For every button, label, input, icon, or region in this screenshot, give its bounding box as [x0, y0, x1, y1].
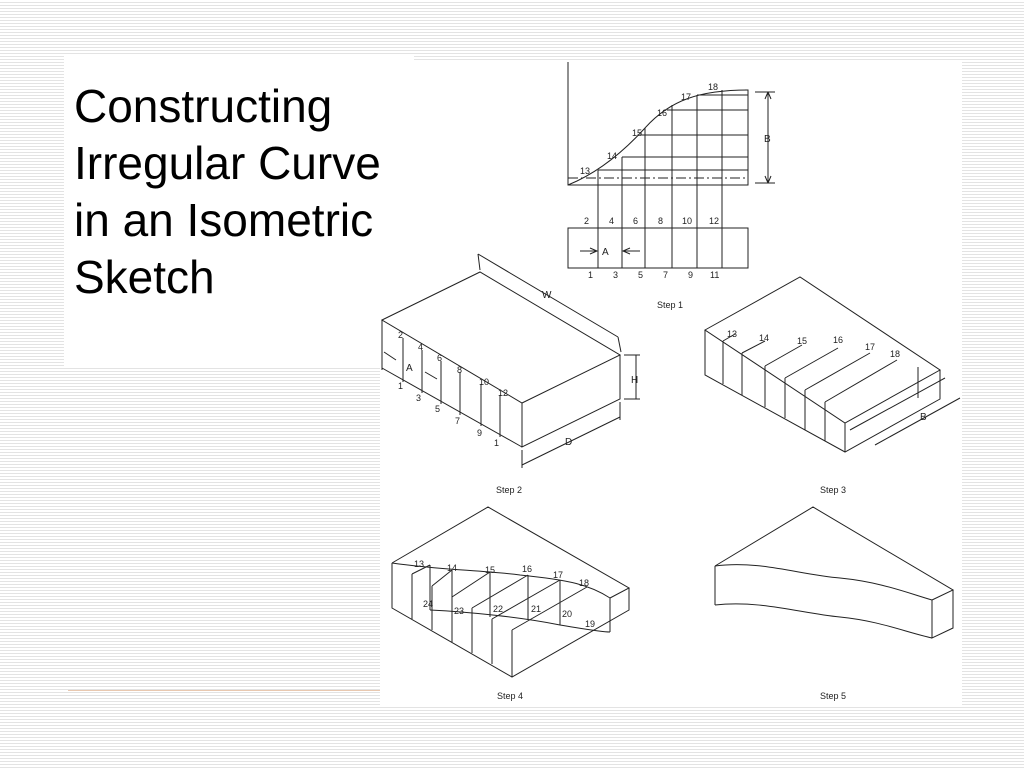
- s1-bottom-7: 7: [663, 270, 668, 280]
- step1-caption: Step 1: [657, 300, 683, 310]
- s2-bottom-1b: 1: [494, 438, 499, 448]
- s4-low-21: 21: [531, 604, 541, 614]
- step1-drawing: [567, 62, 775, 269]
- step4-drawing: [391, 506, 631, 678]
- s1-curve-18: 18: [708, 82, 718, 92]
- s2-dim-a: A: [406, 363, 413, 374]
- s2-bottom-7: 7: [455, 416, 460, 426]
- s4-top-13: 13: [414, 559, 424, 569]
- step2-caption: Step 2: [496, 485, 522, 495]
- s4-top-14: 14: [447, 563, 457, 573]
- s4-top-16: 16: [522, 564, 532, 574]
- s1-dim-a: A: [602, 247, 609, 258]
- s3-num-14: 14: [759, 333, 769, 343]
- s1-top-8: 8: [658, 216, 663, 226]
- s2-dim-h: H: [631, 375, 638, 386]
- s1-top-4: 4: [609, 216, 614, 226]
- step2-drawing: [380, 253, 640, 468]
- s4-top-15: 15: [485, 565, 495, 575]
- s2-top-4: 4: [418, 342, 423, 352]
- s2-top-6: 6: [437, 353, 442, 363]
- s1-curve-13: 13: [580, 166, 590, 176]
- s2-top-10: 10: [479, 377, 489, 387]
- s1-curve-15: 15: [632, 128, 642, 138]
- s1-bottom-3: 3: [613, 270, 618, 280]
- step3-caption: Step 3: [820, 485, 846, 495]
- s2-dim-d: D: [565, 437, 572, 448]
- isometric-steps-figure: 13 14 15 16 17 18 2 4 6 8 10 12 1 3 5 7 …: [380, 62, 961, 701]
- step5-caption: Step 5: [820, 691, 846, 701]
- s1-bottom-5: 5: [638, 270, 643, 280]
- s4-low-19: 19: [585, 619, 595, 629]
- s4-low-22: 22: [493, 604, 503, 614]
- s1-top-2: 2: [584, 216, 589, 226]
- s4-low-23: 23: [454, 606, 464, 616]
- s1-dim-b: B: [764, 134, 771, 145]
- s2-top-12: 12: [498, 388, 508, 398]
- s3-num-18: 18: [890, 349, 900, 359]
- s1-top-6: 6: [633, 216, 638, 226]
- s1-bottom-11: 11: [710, 270, 719, 280]
- s1-curve-14: 14: [607, 151, 617, 161]
- s4-top-17: 17: [553, 570, 563, 580]
- s2-bottom-9: 9: [477, 428, 482, 438]
- s4-low-24: 24: [423, 599, 433, 609]
- s4-top-18: 18: [579, 578, 589, 588]
- s1-curve-16: 16: [657, 108, 667, 118]
- s1-bottom-1: 1: [588, 270, 593, 280]
- s3-num-17: 17: [865, 342, 875, 352]
- figure-panel: 13 14 15 16 17 18 2 4 6 8 10 12 1 3 5 7 …: [380, 60, 962, 705]
- step5-drawing: [714, 506, 955, 639]
- s2-top-2: 2: [398, 330, 403, 340]
- s2-bottom-1: 1: [398, 381, 403, 391]
- s3-num-13: 13: [727, 329, 737, 339]
- step4-caption: Step 4: [497, 691, 523, 701]
- step3-drawing: [704, 276, 961, 453]
- s1-top-10: 10: [682, 216, 692, 226]
- s1-top-12: 12: [709, 216, 719, 226]
- s2-bottom-5: 5: [435, 404, 440, 414]
- s1-curve-17: 17: [681, 92, 691, 102]
- s3-num-16: 16: [833, 335, 843, 345]
- s2-dim-w: W: [542, 290, 552, 301]
- title-panel: Constructing Irregular Curves in an Isom…: [64, 54, 414, 366]
- footer-rule: [68, 690, 380, 691]
- s3-num-15: 15: [797, 336, 807, 346]
- s2-top-8: 8: [457, 365, 462, 375]
- s4-low-20: 20: [562, 609, 572, 619]
- s3-dim-b: B: [920, 412, 927, 423]
- slide-title: Constructing Irregular Curves in an Isom…: [74, 80, 404, 303]
- s1-bottom-9: 9: [688, 270, 693, 280]
- s2-bottom-3: 3: [416, 393, 421, 403]
